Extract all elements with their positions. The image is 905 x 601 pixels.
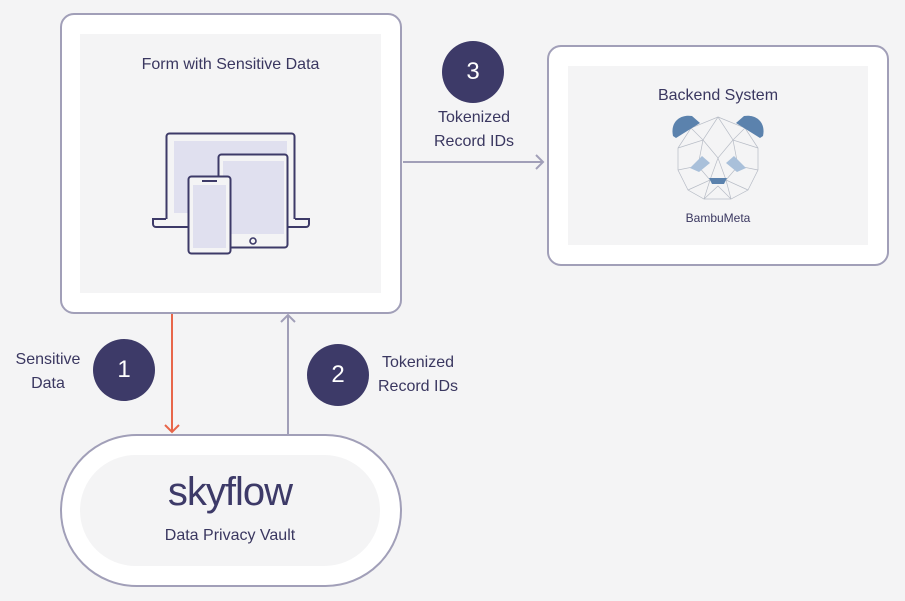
arrow-tokens-to-backend [403, 154, 545, 170]
step-2-label-line2: Record IDs [377, 378, 459, 395]
phone-screen-fill [193, 185, 226, 248]
arrow-sensitive-data [164, 314, 180, 434]
arrow-tokens-to-form [280, 313, 296, 434]
step-3-label-line2: Record IDs [433, 133, 515, 150]
vault-caption: Data Privacy Vault [164, 527, 296, 544]
step-3-badge: 3 [442, 41, 504, 103]
backend-panel [568, 66, 868, 245]
step-2-badge: 2 [307, 344, 369, 406]
skyflow-logo: skyflow [167, 470, 293, 514]
tablet-screen-fill [223, 161, 284, 234]
step-1-label-line2: Data [31, 375, 65, 392]
backend-title: Backend System [657, 87, 779, 104]
tablet-home-button [249, 237, 257, 245]
step-2-label: Tokenized Record IDs [370, 351, 466, 399]
step-2-label-line1: Tokenized [381, 354, 455, 371]
step-3-label-line1: Tokenized [437, 109, 511, 126]
backend-logo-caption: BambuMeta [685, 211, 751, 225]
step-1-badge: 1 [93, 339, 155, 401]
panda-ear-right [736, 115, 764, 138]
panda-eye-right [726, 156, 746, 172]
panda-nose [709, 178, 727, 184]
panda-ear-left [672, 115, 700, 138]
step-3-label: Tokenized Record IDs [424, 106, 524, 154]
panda-eye-left [690, 156, 710, 172]
step-1-label: Sensitive Data [4, 348, 92, 396]
vault-panel [80, 455, 380, 566]
form-title: Form with Sensitive Data [141, 56, 320, 73]
step-1-label-line1: Sensitive [15, 351, 81, 368]
